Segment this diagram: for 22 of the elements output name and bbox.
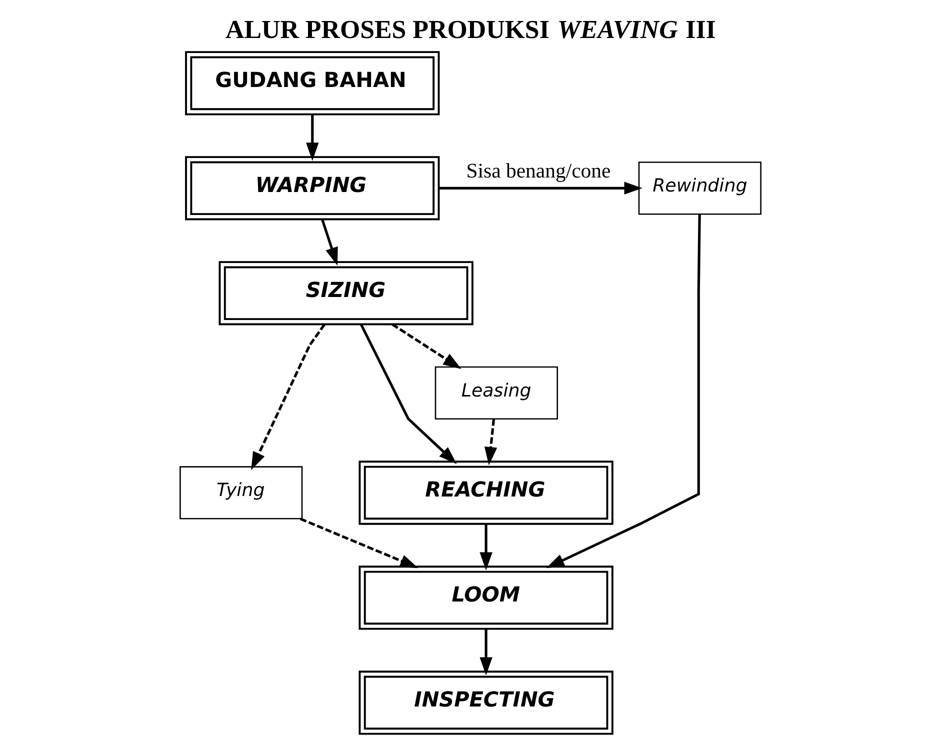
node-box: INSPECTING (358, 670, 614, 735)
arrow (546, 214, 701, 568)
arrow (392, 323, 462, 369)
node-box: LOOM (358, 566, 614, 630)
arrow (321, 219, 338, 266)
arrow (480, 524, 492, 570)
node-box: Leasing (434, 366, 558, 420)
arrow (439, 182, 642, 195)
arrow (480, 629, 492, 676)
arrow (300, 518, 418, 568)
node-box: SIZING (218, 261, 474, 326)
node-box: REACHING (358, 460, 614, 525)
diagram-title: ALUR PROSES PRODUKSI WEAVING III (226, 14, 716, 44)
arrow (484, 419, 498, 466)
arrow (306, 114, 319, 161)
node-box: WARPING (185, 156, 440, 220)
node-box: GUDANG BAHAN (185, 51, 440, 116)
arrow (251, 324, 326, 470)
node-box: Rewinding (638, 162, 762, 215)
arrow (360, 324, 457, 464)
edge-label: Sisa benang/cone (466, 160, 611, 183)
node-box: Tying (180, 466, 303, 520)
